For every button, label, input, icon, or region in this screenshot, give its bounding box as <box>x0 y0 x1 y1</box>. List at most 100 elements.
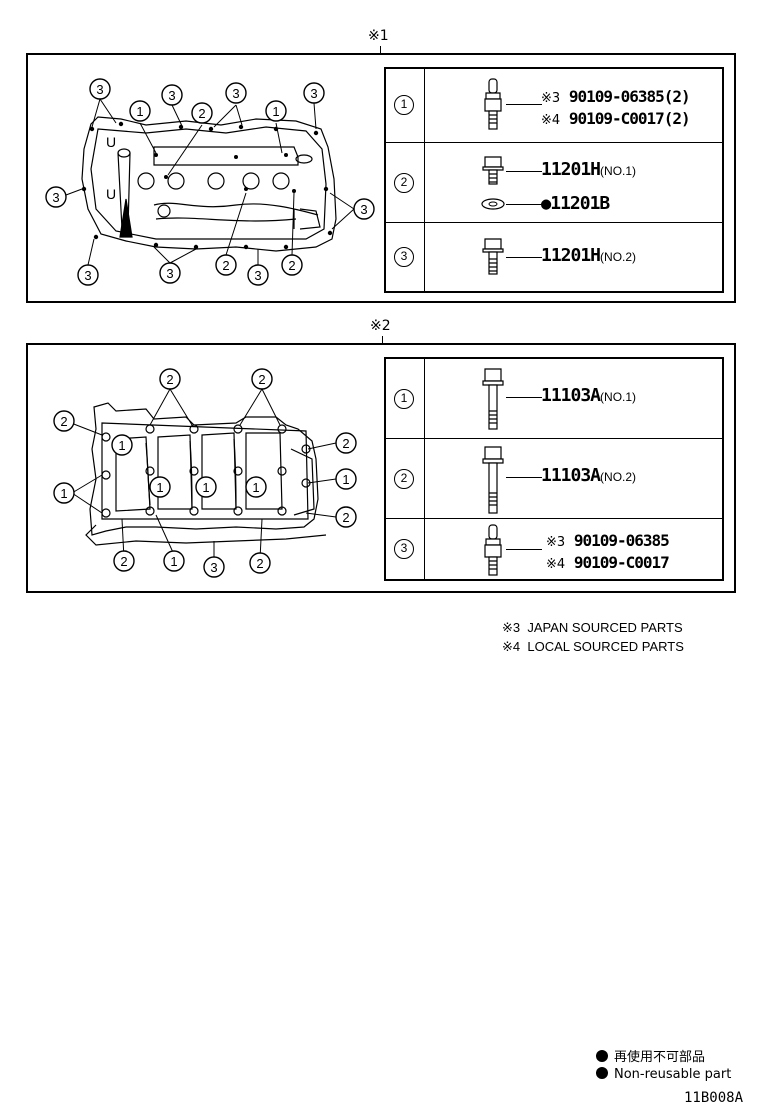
footnote-mark: ※4 <box>502 639 521 654</box>
section-1-mark-tick <box>380 46 381 54</box>
legend-item: Non-reusable part <box>596 1067 731 1082</box>
svg-text:1: 1 <box>202 480 209 495</box>
svg-text:U: U <box>106 134 116 150</box>
part-number-line: 11103A(NO.2) <box>541 465 637 486</box>
section-1-parts-table: 1 ※3 90109-06385(2) ※4 90109-C0017(2) 2 <box>384 67 724 293</box>
part-number-line: ※4 90109-C0017 <box>546 553 670 572</box>
inner-label: 1 <box>195 476 217 498</box>
bolt-icon <box>482 238 504 275</box>
section-2-mark: ※2 <box>370 318 391 334</box>
callout: 3 <box>89 78 111 100</box>
filled-dot-icon <box>596 1067 608 1079</box>
part-number-line: ※4 90109-C0017(2) <box>541 109 691 128</box>
section-2-mark-tick <box>382 336 383 344</box>
svg-text:2: 2 <box>342 436 349 451</box>
part-number-line: 11201H(NO.2) <box>541 245 637 266</box>
table-row: 2 11103A(NO.2) <box>386 439 722 519</box>
callout: 3 <box>77 264 99 286</box>
table-row: 1 11103A(NO.1) <box>386 359 722 439</box>
section-1-panel: U U <box>26 53 736 303</box>
legend-text: 再使用不可部品 <box>614 1050 706 1065</box>
svg-text:1: 1 <box>170 554 177 569</box>
section-1-mark: ※1 <box>368 28 389 44</box>
callout: 3 <box>247 264 269 286</box>
callout: 2 <box>113 550 135 572</box>
svg-text:2: 2 <box>60 414 67 429</box>
section-2-panel: 1 1 1 1 2 2 2 2 1 2 1 2 1 3 2 1 <box>26 343 736 593</box>
callout: 1 <box>335 468 357 490</box>
svg-text:1: 1 <box>342 472 349 487</box>
row-index: 1 <box>394 95 414 115</box>
head-bolt-icon <box>482 446 504 514</box>
callout: 1 <box>265 100 287 122</box>
callout: 2 <box>191 102 213 124</box>
table-row: 2 11201H(NO.1) ●11201B <box>386 143 722 223</box>
footnote-mark: ※3 <box>502 620 521 635</box>
svg-text:3: 3 <box>96 82 103 97</box>
svg-text:3: 3 <box>84 268 91 283</box>
cylinder-head-diagram: 1 1 1 1 2 2 2 2 1 2 1 2 1 3 2 <box>53 368 357 578</box>
callout: 2 <box>335 432 357 454</box>
svg-text:3: 3 <box>254 268 261 283</box>
svg-text:1: 1 <box>252 480 259 495</box>
row-index: 3 <box>394 247 414 267</box>
row-index: 2 <box>394 469 414 489</box>
callout: 2 <box>159 368 181 390</box>
stud-bolt-icon <box>484 524 502 576</box>
callout: 3 <box>159 262 181 284</box>
callout: 2 <box>215 254 237 276</box>
part-number-line: 11201H(NO.1) <box>541 159 637 180</box>
inner-label: 1 <box>149 476 171 498</box>
svg-text:1: 1 <box>156 480 163 495</box>
svg-text:3: 3 <box>360 202 367 217</box>
svg-text:U: U <box>106 186 116 202</box>
svg-text:3: 3 <box>52 190 59 205</box>
svg-text:1: 1 <box>60 486 67 501</box>
callout: 3 <box>303 82 325 104</box>
head-bolt-icon <box>482 368 504 430</box>
inner-label: 1 <box>245 476 267 498</box>
callout: 3 <box>161 84 183 106</box>
row-index: 1 <box>394 389 414 409</box>
svg-text:2: 2 <box>166 372 173 387</box>
table-row: 1 ※3 90109-06385(2) ※4 90109-C0017(2) <box>386 69 722 143</box>
row-index: 2 <box>394 173 414 193</box>
callouts-section-1: 3 3 3 1 2 3 1 3 3 3 3 2 3 2 <box>45 78 375 286</box>
legend-text: Non-reusable part <box>614 1067 732 1082</box>
callout: 2 <box>335 506 357 528</box>
inner-label: 1 <box>111 434 133 456</box>
section-2-parts-table: 1 11103A(NO.1) 2 <box>384 357 724 581</box>
callout: 2 <box>251 368 273 390</box>
washer-icon <box>481 198 505 210</box>
footnote: ※3 JAPAN SOURCED PARTS <box>502 620 683 636</box>
callout: 1 <box>163 550 185 572</box>
svg-text:1: 1 <box>118 438 125 453</box>
callouts-section-2: 2 2 2 2 1 2 1 2 1 3 2 <box>53 368 357 578</box>
callout: 2 <box>281 254 303 276</box>
svg-text:1: 1 <box>136 104 143 119</box>
callout: 1 <box>53 482 75 504</box>
callout: 3 <box>225 82 247 104</box>
callout: 1 <box>129 100 151 122</box>
svg-text:2: 2 <box>342 510 349 525</box>
inner-labels-section-2: 1 1 1 1 <box>111 434 267 498</box>
callout: 3 <box>45 186 67 208</box>
stud-bolt-icon <box>484 78 502 130</box>
svg-text:2: 2 <box>120 554 127 569</box>
svg-text:2: 2 <box>256 556 263 571</box>
filled-dot-icon <box>596 1050 608 1062</box>
figure-code: 11B008A <box>684 1090 744 1106</box>
svg-text:3: 3 <box>166 266 173 281</box>
svg-text:3: 3 <box>310 86 317 101</box>
part-number-line: ※3 90109-06385(2) <box>541 87 691 106</box>
svg-text:3: 3 <box>210 560 217 575</box>
callout: 3 <box>203 556 225 578</box>
cylinder-head-cover-diagram: U U <box>45 78 375 286</box>
svg-text:2: 2 <box>198 106 205 121</box>
footnote-text: LOCAL SOURCED PARTS <box>527 639 684 654</box>
part-number-line: ※3 90109-06385 <box>546 531 670 550</box>
part-number-line: 11103A(NO.1) <box>541 385 637 406</box>
row-index: 3 <box>394 539 414 559</box>
svg-text:3: 3 <box>168 88 175 103</box>
table-row: 3 11201H(NO.2) <box>386 223 722 291</box>
